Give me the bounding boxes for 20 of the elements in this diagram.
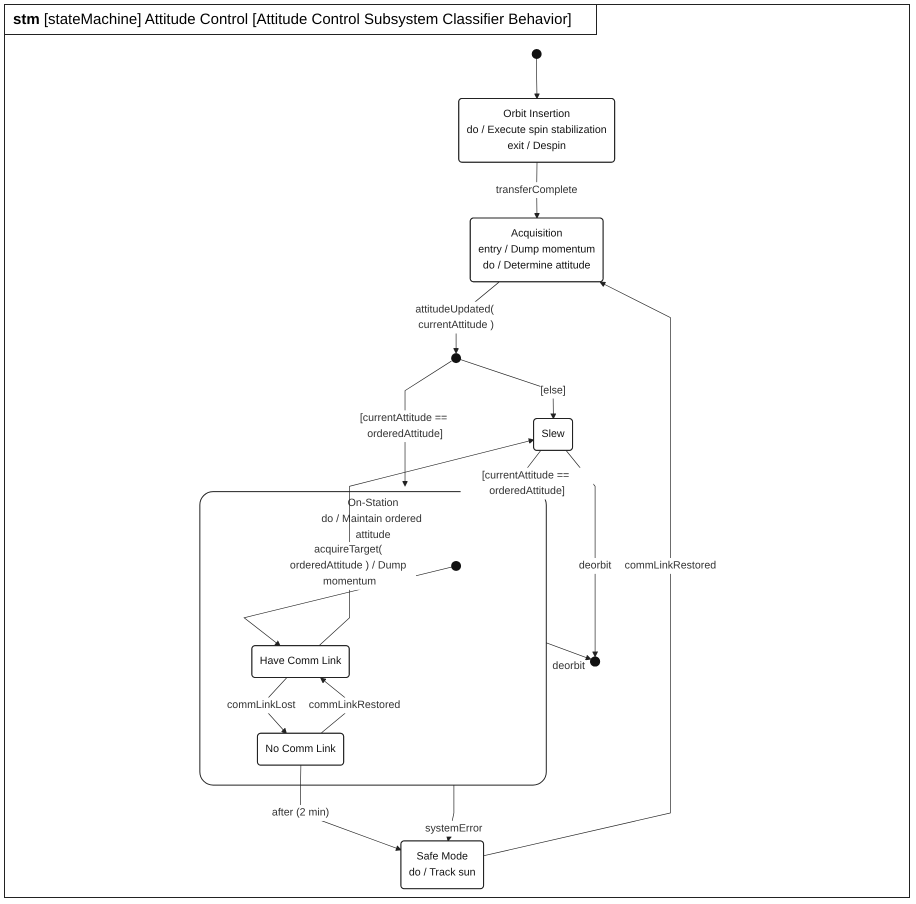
- edge-label: commLinkRestored: [624, 560, 716, 572]
- arrow: [318, 438, 534, 646]
- edge-label: acquireTarget( orderedAttitude ) / Dump momentum: [290, 544, 406, 588]
- node-circle: [532, 48, 542, 59]
- arrow: [484, 282, 671, 856]
- edge-label: after (2 min): [272, 807, 330, 818]
- edge-label: [currentAttitude == orderedAttitude]: [360, 412, 448, 440]
- edge-label: systemError: [425, 822, 482, 834]
- edge-label: [else]: [540, 384, 566, 396]
- edge-label: commLinkLost: [227, 699, 296, 711]
- node-circle: [451, 560, 462, 571]
- edge-label: deorbit: [552, 660, 585, 672]
- diagram-title: stm [stateMachine] Attitude Control [Attitude Control Subsystem Classifier Behavior]: [5, 5, 597, 35]
- arrow: [534, 58, 540, 100]
- node-circle: [451, 353, 462, 364]
- edge-label: transferComplete: [496, 184, 578, 196]
- edge-label: commLinkRestored: [308, 699, 400, 711]
- arrow: [546, 642, 592, 660]
- edge-label: attitudeUpdated( currentAttitude ): [415, 304, 494, 331]
- edge-label: deorbit: [578, 560, 612, 572]
